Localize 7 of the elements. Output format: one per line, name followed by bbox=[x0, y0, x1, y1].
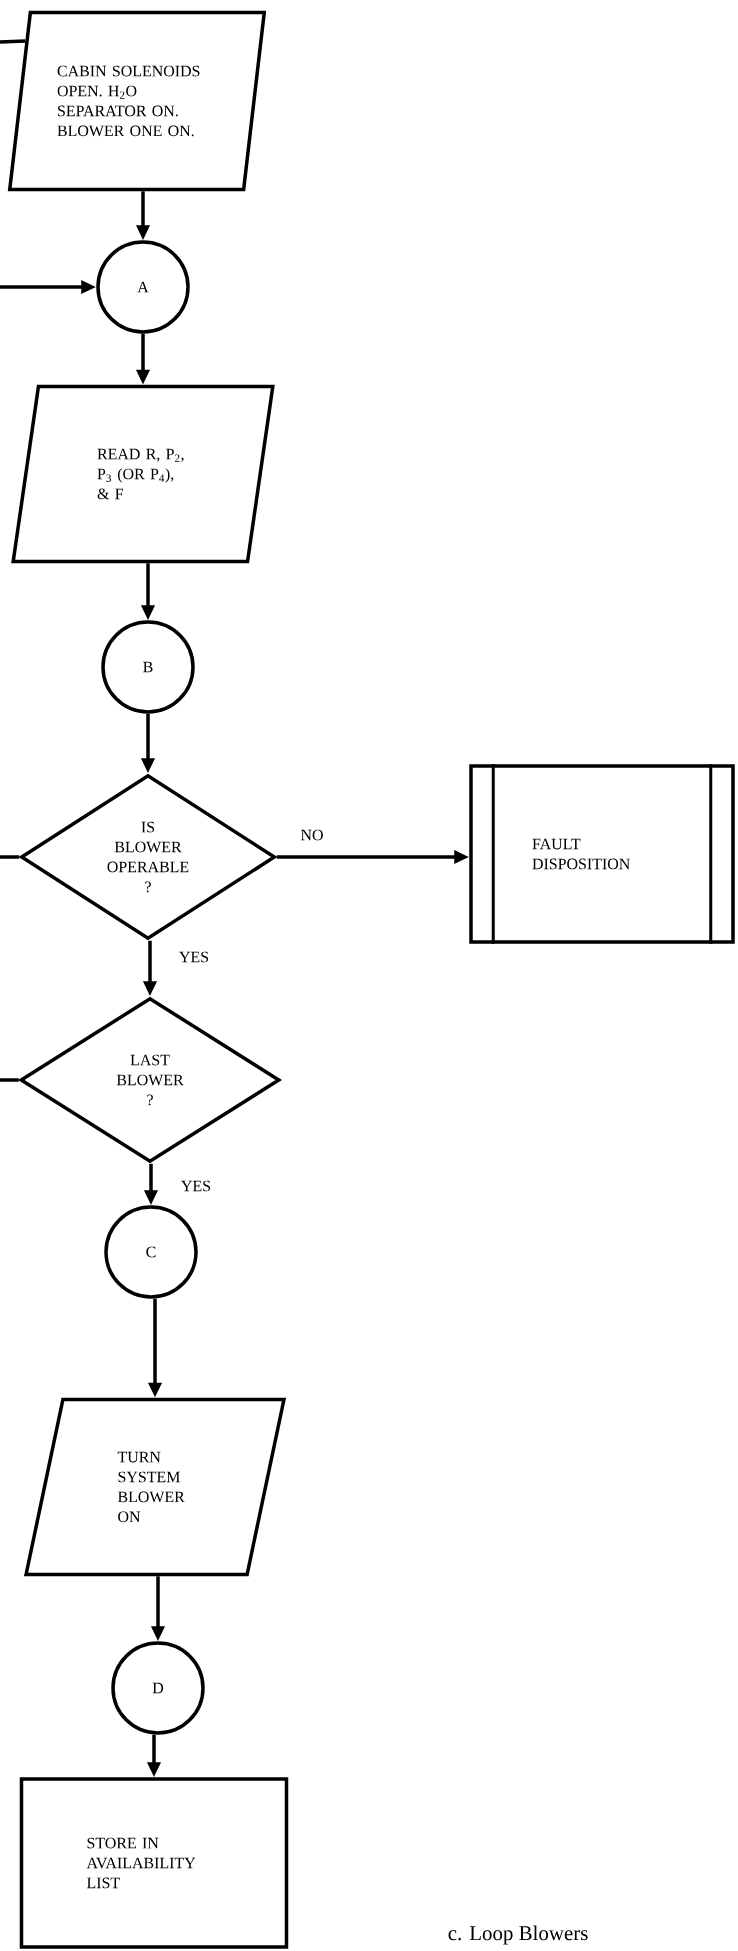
edge-label: YES bbox=[177, 950, 211, 964]
process-box: STORE IN AVAILABILITY LIST bbox=[19, 1777, 289, 1949]
predefined-process-box: FAULT DISPOSITION bbox=[469, 764, 735, 944]
edge-label: YES bbox=[179, 1179, 213, 1193]
edge-label: NO bbox=[299, 828, 325, 842]
section-heading: c. Loop Blowers bbox=[448, 1925, 588, 1945]
parallelogram-box: READ R, P$_{2}$, P$_{3}$ (OR P$_{4}$), & F bbox=[11, 384, 275, 564]
